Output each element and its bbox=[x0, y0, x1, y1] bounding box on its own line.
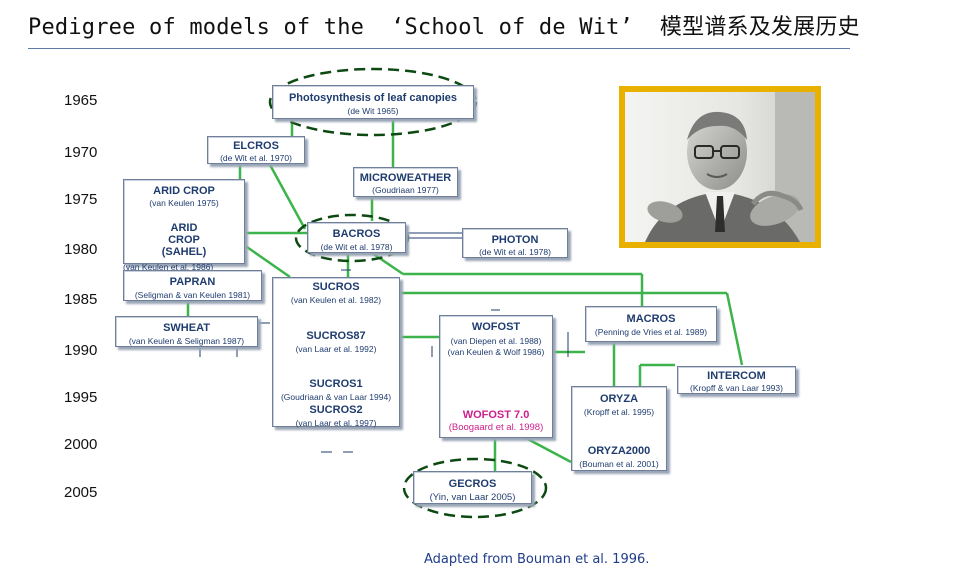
model-name-wofost7: WOFOST 7.0 bbox=[462, 409, 530, 421]
model-reference-sucros1: (Goudriaan & van Laar 1994) bbox=[280, 392, 392, 402]
model-reference-2: (van Keulen & Wolf 1986) bbox=[447, 347, 545, 357]
year-2005: 2005 bbox=[64, 484, 98, 501]
model-name: ARID CROP bbox=[153, 185, 215, 197]
model-reference-sahel: (van Keulen et al. 1986) bbox=[123, 262, 214, 272]
title-divider bbox=[28, 48, 850, 49]
model-name: SUCROS bbox=[312, 281, 360, 293]
year-1985: 1985 bbox=[64, 291, 98, 308]
source-credit: Adapted from Bouman et al. 1996. bbox=[424, 552, 650, 567]
model-reference: (Penning de Vries et al. 1989) bbox=[594, 327, 708, 337]
model-reference: (Yin, van Laar 2005) bbox=[429, 492, 516, 503]
model-name: PAPRAN bbox=[169, 276, 216, 288]
model-reference-oryza2000: (Bouman et al. 2001) bbox=[579, 459, 659, 469]
model-name: INTERCOM bbox=[707, 370, 766, 382]
model-name: SWHEAT bbox=[163, 322, 210, 334]
model-name-sahel: ARID CROP (SAHEL) bbox=[161, 222, 207, 258]
year-1970: 1970 bbox=[64, 144, 98, 161]
model-reference-wofost7: (Boogaard et al. 1998) bbox=[448, 422, 544, 433]
model-reference: (van Keulen 1975) bbox=[149, 198, 219, 208]
model-reference: (de Wit et al. 1970) bbox=[220, 153, 292, 163]
model-arid-crop: ARID CROP (van Keulen 1975) ARID CROP (S… bbox=[123, 179, 245, 264]
model-reference: (de Wit 1965) bbox=[347, 106, 399, 116]
model-reference: (van Diepen et al. 1988) bbox=[450, 336, 542, 346]
model-swheat: SWHEAT (van Keulen & Seligman 1987) bbox=[115, 316, 258, 347]
model-name: Photosynthesis of leaf canopies bbox=[288, 92, 458, 104]
model-reference: (de Wit et al. 1978) bbox=[320, 242, 393, 252]
model-microweather: MICROWEATHER (Goudriaan 1977) bbox=[353, 167, 458, 197]
model-reference: (Kropff et al. 1995) bbox=[583, 407, 655, 417]
model-name: GECROS bbox=[448, 478, 497, 490]
model-reference-sucros2: (van Laar et al. 1997) bbox=[295, 418, 377, 428]
year-1975: 1975 bbox=[64, 191, 98, 208]
model-photon: PHOTON (de Wit et al. 1978) bbox=[462, 228, 568, 258]
model-gecros: GECROS (Yin, van Laar 2005) bbox=[413, 471, 532, 504]
model-name: ORYZA bbox=[599, 393, 639, 405]
model-name-oryza2000: ORYZA2000 bbox=[587, 445, 651, 457]
model-reference: (Goudriaan 1977) bbox=[372, 185, 439, 195]
model-macros: MACROS (Penning de Vries et al. 1989) bbox=[585, 306, 717, 342]
model-papran: PAPRAN (Seligman & van Keulen 1981) bbox=[123, 270, 262, 301]
model-name: MICROWEATHER bbox=[359, 172, 452, 184]
model-name: ELCROS bbox=[233, 140, 279, 152]
model-reference: (Seligman & van Keulen 1981) bbox=[134, 290, 251, 300]
model-wofost: WOFOST (van Diepen et al. 1988) (van Keu… bbox=[439, 315, 553, 438]
year-1995: 1995 bbox=[64, 389, 98, 406]
model-bacros: BACROS (de Wit et al. 1978) bbox=[307, 222, 406, 253]
model-reference-sucros87: (van Laar et al. 1992) bbox=[295, 344, 377, 354]
year-2000: 2000 bbox=[64, 436, 98, 453]
model-reference: (van Keulen et al. 1982) bbox=[290, 295, 382, 305]
model-oryza: ORYZA (Kropff et al. 1995) ORYZA2000 (Bo… bbox=[571, 386, 667, 471]
year-1980: 1980 bbox=[64, 241, 98, 258]
model-sucros-family: SUCROS (van Keulen et al. 1982) SUCROS87… bbox=[272, 277, 400, 428]
portrait-frame bbox=[619, 86, 821, 248]
model-photosynthesis: Photosynthesis of leaf canopies (de Wit … bbox=[272, 85, 474, 119]
model-name: BACROS bbox=[332, 228, 381, 240]
model-name: PHOTON bbox=[491, 234, 539, 246]
slide-title: Pedigree of models of the ‘School of de … bbox=[28, 15, 860, 40]
model-name: MACROS bbox=[626, 313, 676, 325]
model-name: WOFOST bbox=[471, 321, 521, 333]
model-name-sucros2: SUCROS2 bbox=[309, 404, 363, 416]
portrait-photo bbox=[625, 92, 815, 242]
model-intercom: INTERCOM (Kropff & van Laar 1993) bbox=[677, 366, 796, 394]
model-reference: (de Wit et al. 1978) bbox=[479, 247, 551, 257]
model-elcros: ELCROS (de Wit et al. 1970) bbox=[207, 136, 305, 164]
year-1965: 1965 bbox=[64, 92, 98, 109]
model-reference: (van Keulen & Seligman 1987) bbox=[128, 336, 245, 346]
model-name-sucros87: SUCROS87 bbox=[306, 330, 366, 342]
model-name-sucros1: SUCROS1 bbox=[309, 378, 363, 390]
year-1990: 1990 bbox=[64, 342, 98, 359]
model-reference: (Kropff & van Laar 1993) bbox=[690, 383, 783, 393]
